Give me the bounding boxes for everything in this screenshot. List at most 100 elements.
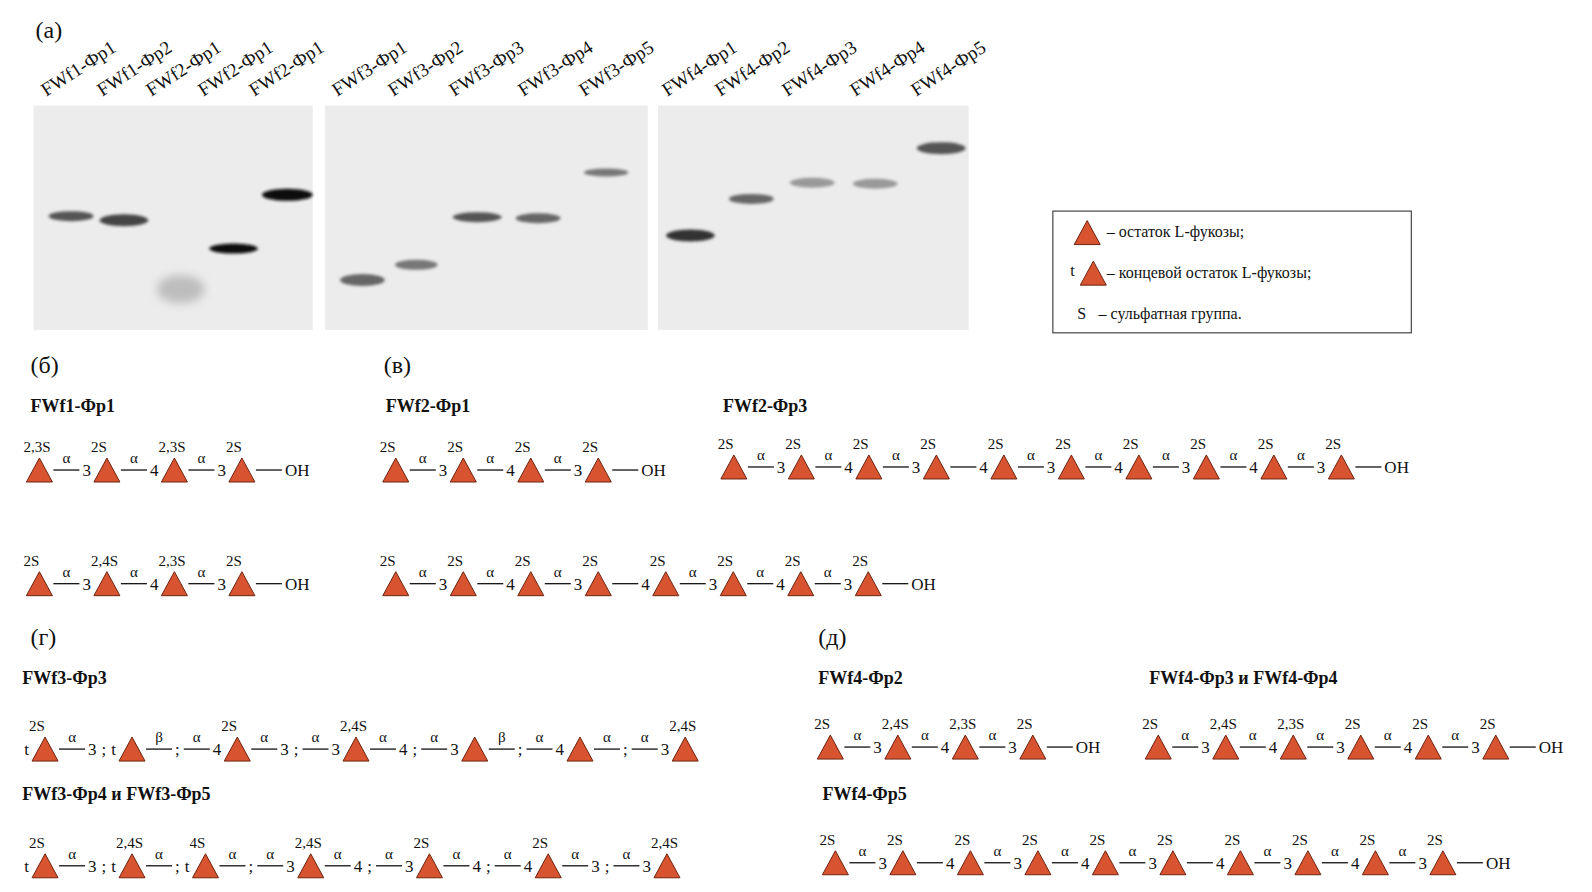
fucose-triangle xyxy=(535,854,561,878)
sulfate-label: 2,4S xyxy=(651,834,678,852)
sulfate-label: 2,4S xyxy=(295,834,322,852)
sulfate-label: 2,4S xyxy=(1210,715,1237,733)
bond-line xyxy=(1220,466,1246,467)
position-label: ; xyxy=(413,740,418,760)
fucose-triangle xyxy=(991,455,1017,479)
position-label: 3 xyxy=(1336,738,1345,758)
position-label: 4 xyxy=(776,575,785,595)
bond-line xyxy=(59,748,85,749)
sulfate-label: 2S xyxy=(717,552,733,570)
bond-line xyxy=(984,862,1010,863)
bond-line xyxy=(1254,862,1280,863)
linkage-label: α xyxy=(536,728,544,746)
fucose-triangle xyxy=(161,572,187,596)
fucose-triangle xyxy=(822,851,848,875)
bond-line xyxy=(815,583,841,584)
sulfate-label: 2,3S xyxy=(949,715,976,733)
linkage-label: α xyxy=(554,563,562,581)
position-label: 3 xyxy=(574,461,583,481)
fucose-triangle xyxy=(383,572,409,596)
fucose-triangle xyxy=(1160,851,1186,875)
position-label: 3 xyxy=(82,461,91,481)
sulfate-label: 2S xyxy=(988,435,1004,453)
position-label: 4 xyxy=(1081,854,1090,874)
bond-line xyxy=(489,748,515,749)
linkage-label: α xyxy=(623,845,631,863)
fraction-name: FWf3-Фр3 xyxy=(22,667,106,689)
fraction-name: FWf2-Фр3 xyxy=(723,395,807,417)
position-label: ; xyxy=(175,740,180,760)
bond-line xyxy=(849,862,875,863)
sulfate-label: 2S xyxy=(532,834,548,852)
sulfate-label: 4S xyxy=(190,834,206,852)
fucose-triangle xyxy=(585,572,611,596)
fucose-triangle xyxy=(32,737,58,761)
bond-line xyxy=(950,466,976,467)
position-label: OH xyxy=(1539,738,1564,758)
position-label: 4 xyxy=(1269,738,1278,758)
fucose-triangle xyxy=(1430,851,1456,875)
bond-line xyxy=(632,748,658,749)
sulfate-label: 2S xyxy=(819,831,835,849)
position-label: 3 xyxy=(777,458,786,478)
panel-letter: (б) xyxy=(30,351,58,379)
position-label: 3 xyxy=(286,857,295,877)
sulfate-label: 2S xyxy=(91,438,107,456)
position-label: 3 xyxy=(574,575,583,595)
gel-smear xyxy=(157,275,205,303)
bond-line xyxy=(1389,862,1415,863)
bond-line xyxy=(1322,862,1348,863)
bond-line xyxy=(612,469,638,470)
linkage-label: α xyxy=(571,845,579,863)
bond-line xyxy=(545,583,571,584)
sulfate-label: 2S xyxy=(1345,715,1361,733)
legend-text: – остаток L-фукозы; xyxy=(1107,222,1244,242)
sulfate-label: 2,4S xyxy=(116,834,143,852)
sulfate-label: 2S xyxy=(447,438,463,456)
sulfate-label: 2S xyxy=(582,438,598,456)
sulfate-label: 2S xyxy=(1292,831,1308,849)
position-label: 4 xyxy=(1351,854,1360,874)
sulfate-label: 2S xyxy=(887,831,903,849)
sulfate-label: 2S xyxy=(380,438,396,456)
linkage-label: α xyxy=(1297,446,1305,464)
position-label: 4 xyxy=(472,857,481,877)
bond-line xyxy=(545,469,571,470)
sulfate-label: 2S xyxy=(1258,435,1274,453)
sulfate-label: 2S xyxy=(1089,831,1105,849)
bond-line xyxy=(410,583,436,584)
linkage-label: α xyxy=(1162,446,1170,464)
bond-line xyxy=(912,746,938,747)
sulfate-label: 2,4S xyxy=(882,715,909,733)
fucose-triangle xyxy=(1227,851,1253,875)
fraction-name: FWf2-Фр1 xyxy=(386,395,470,417)
position-label: 4 xyxy=(506,575,515,595)
bond-line xyxy=(1119,862,1145,863)
linkage-label: α xyxy=(641,728,649,746)
linkage-label: α xyxy=(993,842,1001,860)
position-label: ; xyxy=(294,740,299,760)
linkage-label: α xyxy=(260,728,268,746)
panel-letter: (в) xyxy=(384,351,411,379)
sulfate-label: 2S xyxy=(1224,831,1240,849)
sulfate-label: 2S xyxy=(1142,715,1158,733)
fucose-triangle xyxy=(26,458,52,482)
fucose-triangle xyxy=(817,735,843,759)
sulfate-label: 2S xyxy=(1157,831,1173,849)
linkage-label: α xyxy=(1331,842,1339,860)
gel-band xyxy=(666,229,715,241)
bond-line xyxy=(613,865,639,866)
linkage-label: α xyxy=(486,449,494,467)
fucose-triangle xyxy=(518,458,544,482)
linkage-label: α xyxy=(554,449,562,467)
linkage-label: α xyxy=(130,449,138,467)
bond-line xyxy=(59,865,85,866)
sulfate-label: 2S xyxy=(29,834,45,852)
gel-band xyxy=(100,214,149,226)
bond-line xyxy=(1510,746,1536,747)
sulfate-label: 2S xyxy=(221,717,237,735)
position-label: 4 xyxy=(1114,458,1123,478)
fucose-triangle xyxy=(32,854,58,878)
position-label: 4 xyxy=(1404,738,1413,758)
linkage-label: α xyxy=(453,845,461,863)
